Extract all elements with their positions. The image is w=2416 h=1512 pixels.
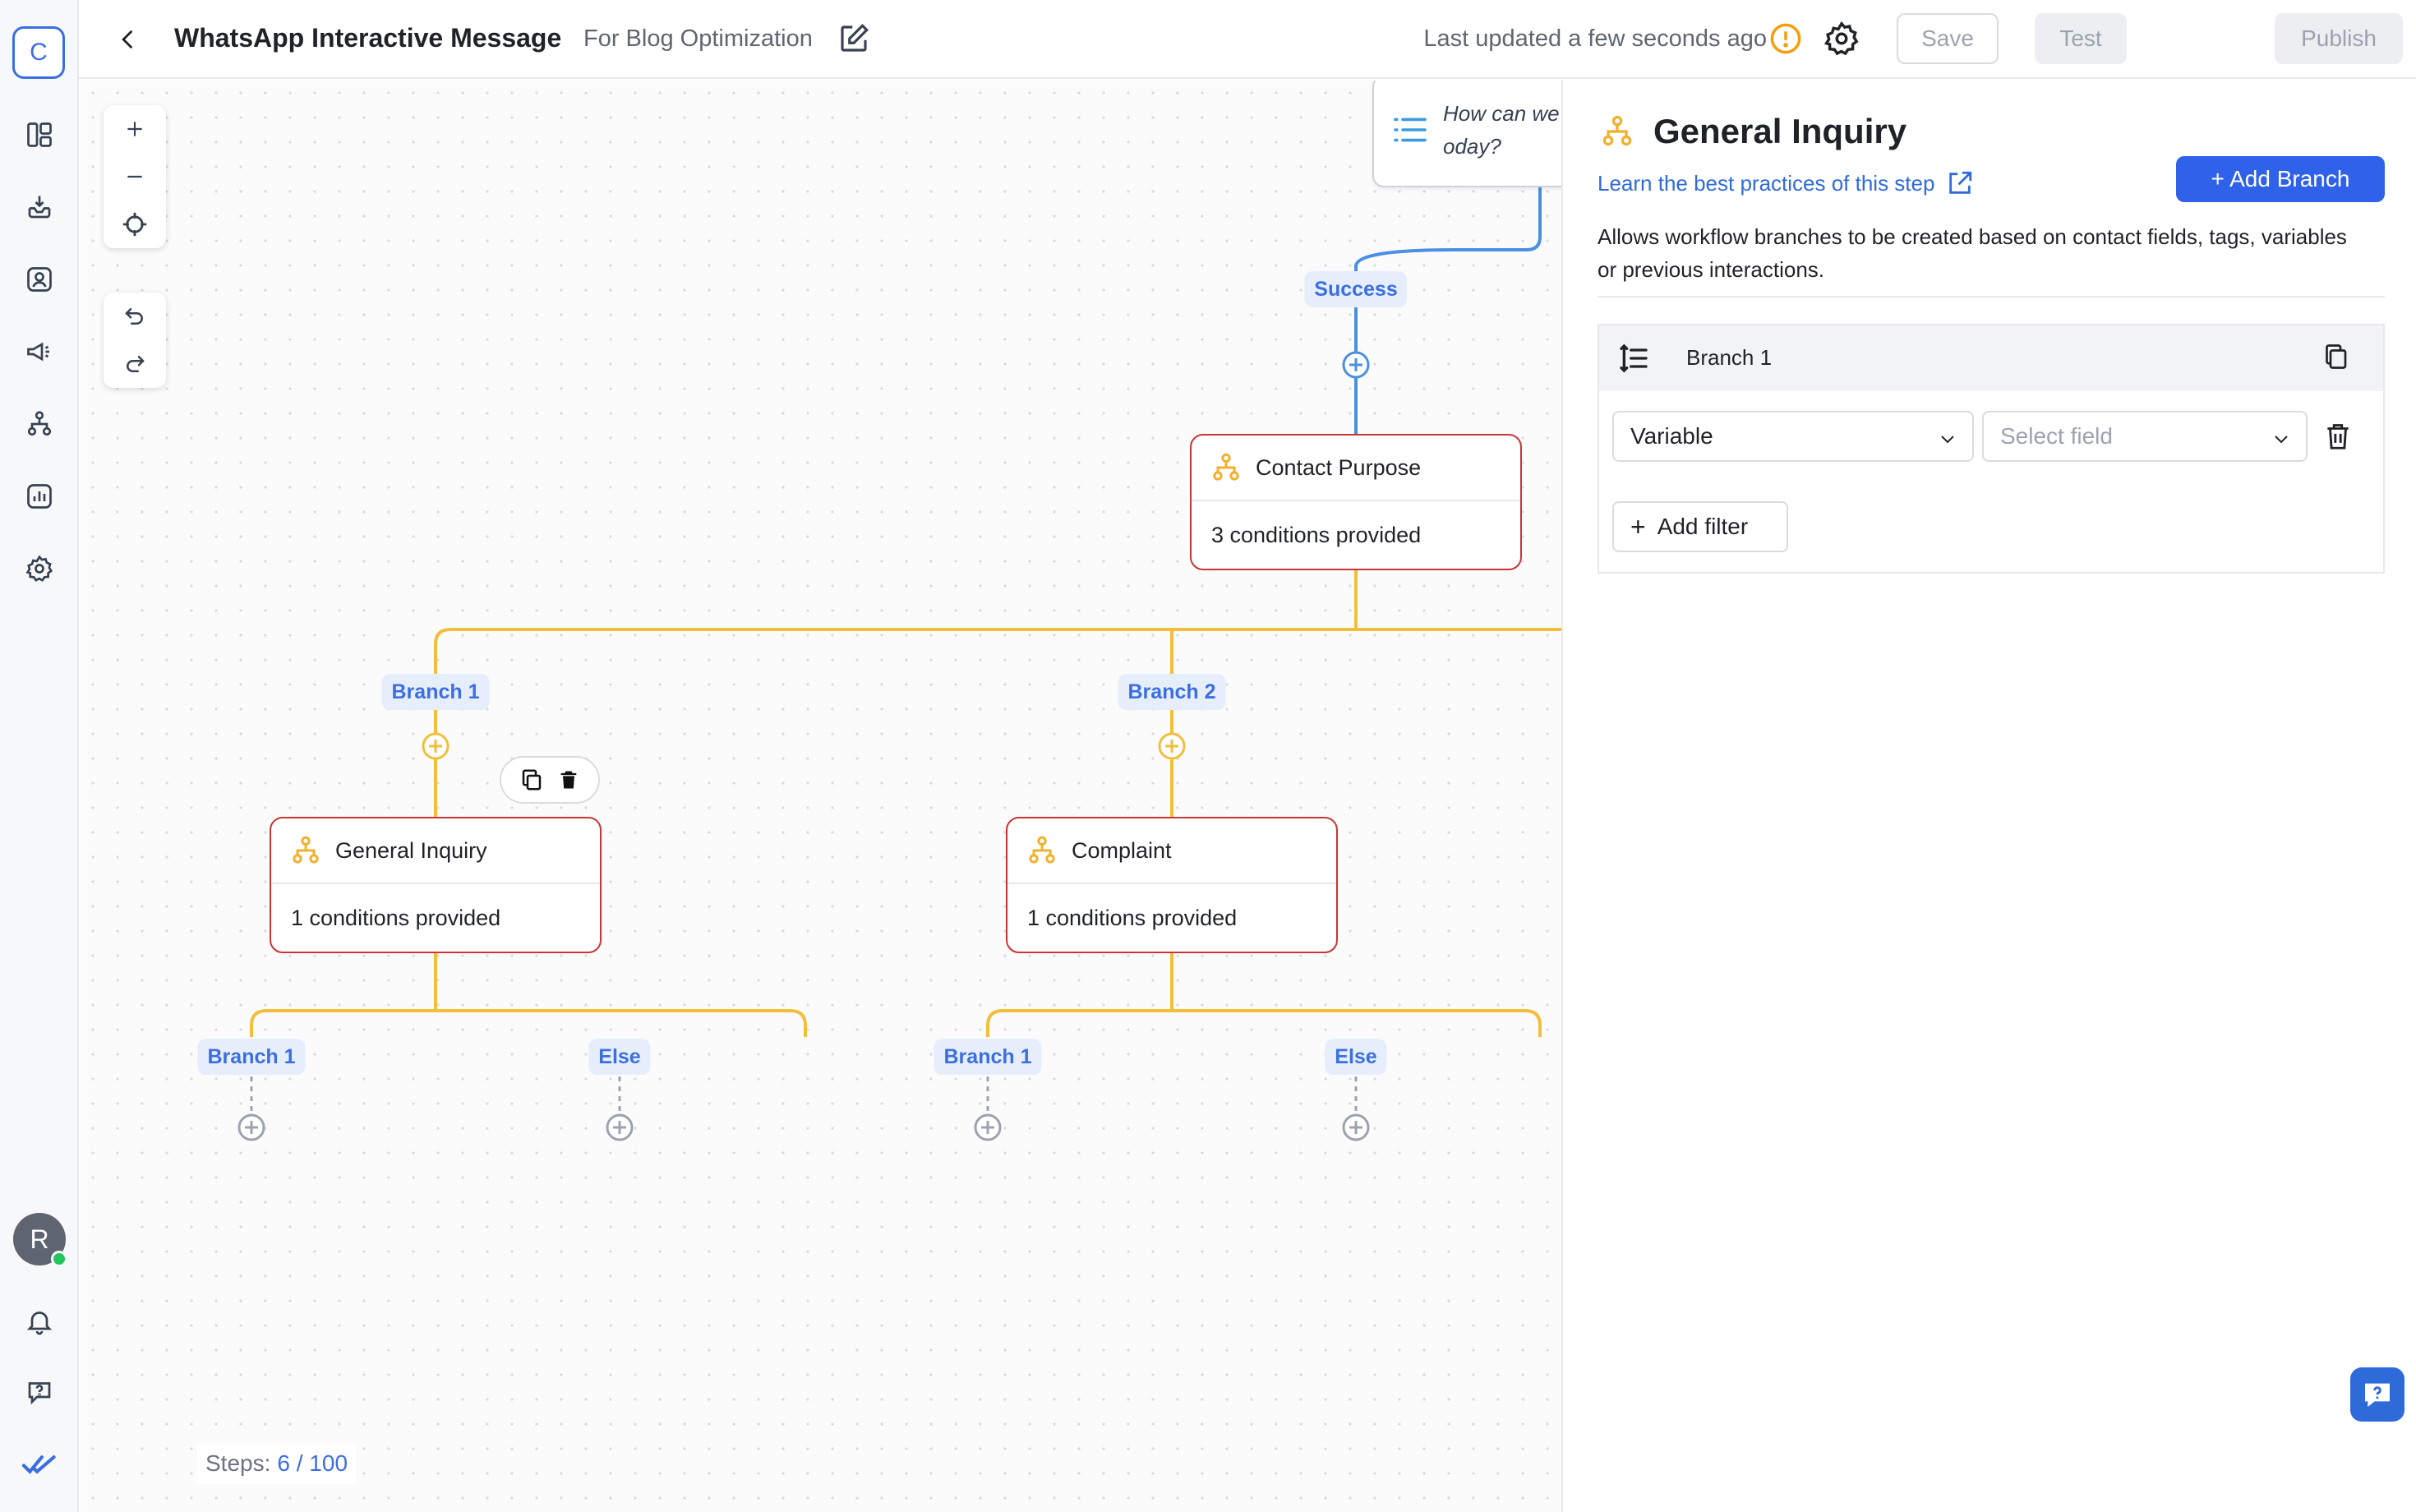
dashboard-icon[interactable] [20, 115, 59, 154]
contacts-icon[interactable] [20, 260, 59, 299]
add-filter-button[interactable]: + Add filter [1612, 501, 1788, 552]
delete-node-icon[interactable] [557, 768, 580, 791]
branch-1-label: Branch 1 [381, 674, 490, 710]
bell-icon[interactable] [20, 1302, 59, 1341]
divider [1598, 296, 2385, 297]
complaint-node[interactable]: Complaint 1 conditions provided [1006, 817, 1338, 953]
add-step-icon[interactable] [1341, 1113, 1371, 1142]
brand-checkmark-icon [20, 1445, 59, 1484]
branch-2-label: Branch 2 [1118, 674, 1226, 710]
branch-node-icon [1213, 453, 1239, 481]
node-title: Complaint [1072, 837, 1172, 863]
delete-filter-icon[interactable] [2322, 421, 2354, 452]
general-inquiry-node[interactable]: General Inquiry 1 conditions provided [270, 817, 602, 953]
general-inquiry-else-label: Else [588, 1039, 651, 1075]
warning-icon[interactable] [1768, 21, 1803, 56]
save-button[interactable]: Save [1897, 13, 1999, 64]
branch-node-icon [1029, 836, 1055, 864]
chevron-down-icon [2275, 436, 2288, 444]
settings-icon[interactable] [20, 549, 59, 588]
copy-node-icon[interactable] [519, 768, 544, 792]
node-conditions: 1 conditions provided [291, 906, 501, 930]
chevron-down-icon [1941, 436, 1954, 444]
help-chat-icon[interactable] [20, 1372, 59, 1412]
steps-value: 6 / 100 [277, 1450, 348, 1476]
node-title: General Inquiry [335, 837, 487, 863]
workflow-title: WhatsApp Interactive Message [174, 23, 562, 53]
zoom-controls [104, 105, 166, 248]
complaint-else-label: Else [1325, 1039, 1387, 1075]
top-bar: WhatsApp Interactive Message For Blog Op… [79, 0, 2416, 79]
node-conditions: 3 conditions provided [1211, 523, 1422, 547]
list-message-icon [1394, 118, 1427, 142]
field-select-placeholder: Select field [2000, 423, 2113, 449]
add-branch-button[interactable]: + Add Branch [2176, 156, 2385, 202]
add-step-branch-1-icon[interactable] [421, 731, 450, 761]
interactive-message-node[interactable]: How can we oday? [1372, 81, 1561, 187]
back-button[interactable] [108, 20, 148, 59]
best-practices-link-text: Learn the best practices of this step [1598, 170, 1935, 196]
workflow-subtitle: For Blog Optimization [583, 25, 813, 52]
left-nav-rail: C R [0, 0, 79, 1512]
support-chat-button[interactable] [2350, 1367, 2404, 1422]
add-step-icon[interactable] [973, 1113, 1003, 1142]
branch-config-card: Branch 1 Variable Select field + Add fil… [1598, 324, 2385, 574]
success-label: Success [1304, 271, 1408, 307]
workflow-icon[interactable] [20, 404, 59, 444]
add-step-branch-2-icon[interactable] [1157, 731, 1187, 761]
plus-icon: + [1630, 511, 1646, 542]
recenter-button[interactable] [104, 201, 166, 248]
general-inquiry-branch-1-label: Branch 1 [197, 1039, 306, 1075]
complaint-branch-1-label: Branch 1 [934, 1039, 1042, 1075]
reports-icon[interactable] [20, 477, 59, 516]
variable-select[interactable]: Variable [1612, 411, 1974, 462]
panel-title: General Inquiry [1653, 112, 1907, 150]
node-actions-toolbar [500, 756, 600, 804]
duplicate-branch-icon[interactable] [2321, 342, 2350, 371]
edit-title-icon[interactable] [837, 21, 871, 56]
chat-help-icon [2365, 1383, 2390, 1407]
redo-button[interactable] [104, 340, 166, 388]
inbox-icon[interactable] [20, 187, 59, 227]
contact-purpose-node[interactable]: Contact Purpose 3 conditions provided [1190, 434, 1522, 570]
branch-name: Branch 1 [1686, 345, 1773, 370]
workflow-settings-icon[interactable] [1823, 20, 1860, 58]
field-select[interactable]: Select field [1982, 411, 2308, 462]
branch-node-icon [293, 836, 319, 864]
org-initial: C [30, 39, 48, 66]
publish-button[interactable]: Publish [2275, 13, 2403, 64]
add-step-icon[interactable] [237, 1113, 266, 1142]
avatar-initial: R [30, 1224, 49, 1254]
reorder-icon[interactable] [1617, 342, 1650, 375]
broadcast-icon[interactable] [20, 332, 59, 371]
external-link-icon [1949, 171, 1972, 194]
step-settings-panel: General Inquiry Learn the best practices… [1561, 81, 2416, 1512]
zoom-out-button[interactable] [104, 153, 166, 201]
connection-lines [250, 187, 1561, 1113]
undo-button[interactable] [104, 293, 166, 340]
last-updated-status: Last updated a few seconds ago [1423, 25, 1767, 52]
node-conditions: 1 conditions provided [1027, 906, 1238, 930]
add-step-after-success-icon[interactable] [1341, 350, 1371, 380]
best-practices-link[interactable]: Learn the best practices of this step [1598, 169, 1974, 197]
org-switcher[interactable]: C [12, 26, 65, 79]
add-filter-label: Add filter [1657, 514, 1749, 539]
panel-description: Allows workflow branches to be created b… [1598, 224, 2347, 282]
add-step-icon[interactable] [605, 1113, 634, 1142]
history-controls [104, 293, 166, 388]
workflow-canvas[interactable]: How can we oday? Success Contact Purpose… [81, 81, 1561, 1512]
message-preview-text: How can we oday? [1443, 101, 1560, 159]
online-status-dot [51, 1251, 67, 1267]
branch-header: Branch 1 [1599, 325, 2383, 391]
zoom-in-button[interactable] [104, 105, 166, 153]
steps-counter: Steps: 6 / 100 [197, 1443, 357, 1484]
variable-select-value: Variable [1630, 423, 1713, 449]
steps-label: Steps: [205, 1450, 271, 1476]
branch-step-icon [1602, 115, 1632, 146]
test-button[interactable]: Test [2035, 13, 2127, 64]
node-title: Contact Purpose [1256, 454, 1422, 480]
